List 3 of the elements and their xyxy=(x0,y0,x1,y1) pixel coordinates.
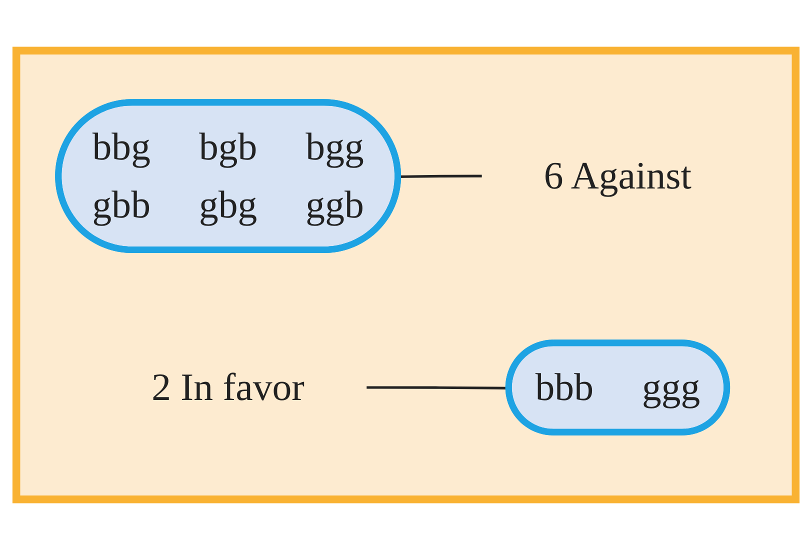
cluster xyxy=(12,46,800,503)
node-text: 6 Against xyxy=(544,154,692,197)
node-text: 2 In favor xyxy=(152,366,305,408)
